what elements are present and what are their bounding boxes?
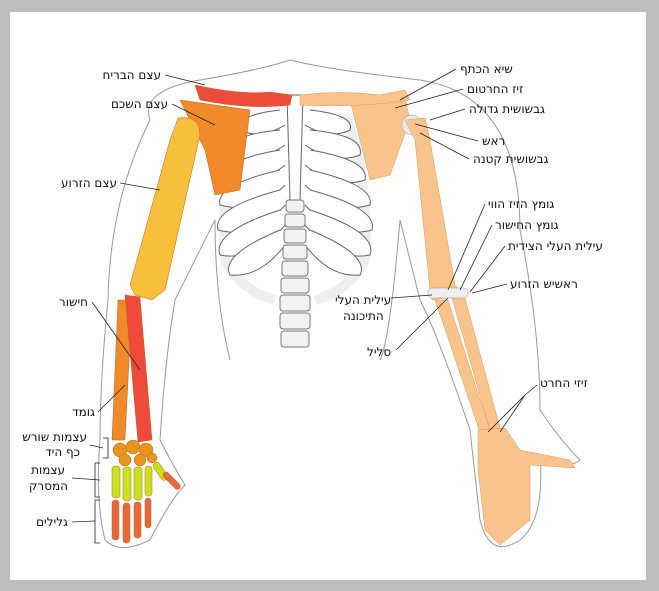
phalanges <box>111 471 181 544</box>
label-lateral-epicondyle: עילית העלי הצידית <box>508 239 603 253</box>
label-clavicle: עצם הבריח <box>103 68 161 82</box>
label-phalanges: גלילים <box>36 515 68 529</box>
label-metacarpals-1: עצמות <box>31 463 65 477</box>
label-lesser-tubercle: גבשושית קטנה <box>473 152 549 166</box>
label-radius: חישור <box>59 295 88 309</box>
label-styloid: זיזי החרט <box>540 376 588 390</box>
label-ulna: גומד <box>72 405 95 419</box>
left-labels: עצם הבריח עצם השכם עצם הזרוע חישור גומד … <box>22 68 168 529</box>
label-humerus: עצם הזרוע <box>61 176 117 190</box>
right-arm-bones <box>299 89 576 546</box>
right-hand <box>477 427 576 546</box>
label-carpals-1: עצמות שורש <box>22 430 87 444</box>
spine <box>279 199 311 348</box>
right-labels: שיא הכתף זיז החרטום גבשושית גדולה ראש גב… <box>335 62 603 390</box>
ribs <box>217 109 373 276</box>
diagram-canvas: עצם הבריח עצם השכם עצם הזרוע חישור גומד … <box>10 12 646 580</box>
label-carpals-2: כף היד <box>45 445 80 459</box>
right-clavicle <box>299 89 411 107</box>
body-outline <box>97 59 581 548</box>
skeleton-arm-diagram: עצם הבריח עצם השכם עצם הזרוע חישור גומד … <box>22 59 603 548</box>
right-humerus <box>404 117 466 301</box>
label-trochlea: סליל <box>367 345 391 359</box>
label-scapula: עצם השכם <box>111 97 168 111</box>
metacarpals <box>111 462 169 502</box>
label-capitulum: ראשיש הזרוע <box>510 277 578 291</box>
carpals <box>112 439 158 467</box>
label-coracoid: זיז החרטום <box>467 82 523 96</box>
label-greater-tubercle: גבשושית גדולה <box>469 102 545 116</box>
left-arm-bones <box>111 84 293 544</box>
label-medial-epicondyle-2: התיכונה <box>343 309 384 323</box>
label-head: ראש <box>482 134 505 148</box>
label-radial-fossa: גומץ החישור <box>495 218 559 232</box>
clavicle <box>194 84 293 107</box>
label-metacarpals-2: המסרק <box>29 479 68 493</box>
sternum <box>286 94 304 201</box>
label-acromion: שיא הכתף <box>460 62 513 76</box>
humerus <box>129 117 201 301</box>
label-coronoid-fossa: גומץ הזיז הווי <box>488 197 554 211</box>
label-medial-epicondyle-1: עילית העלי <box>335 293 391 307</box>
leader-lines <box>71 68 538 544</box>
